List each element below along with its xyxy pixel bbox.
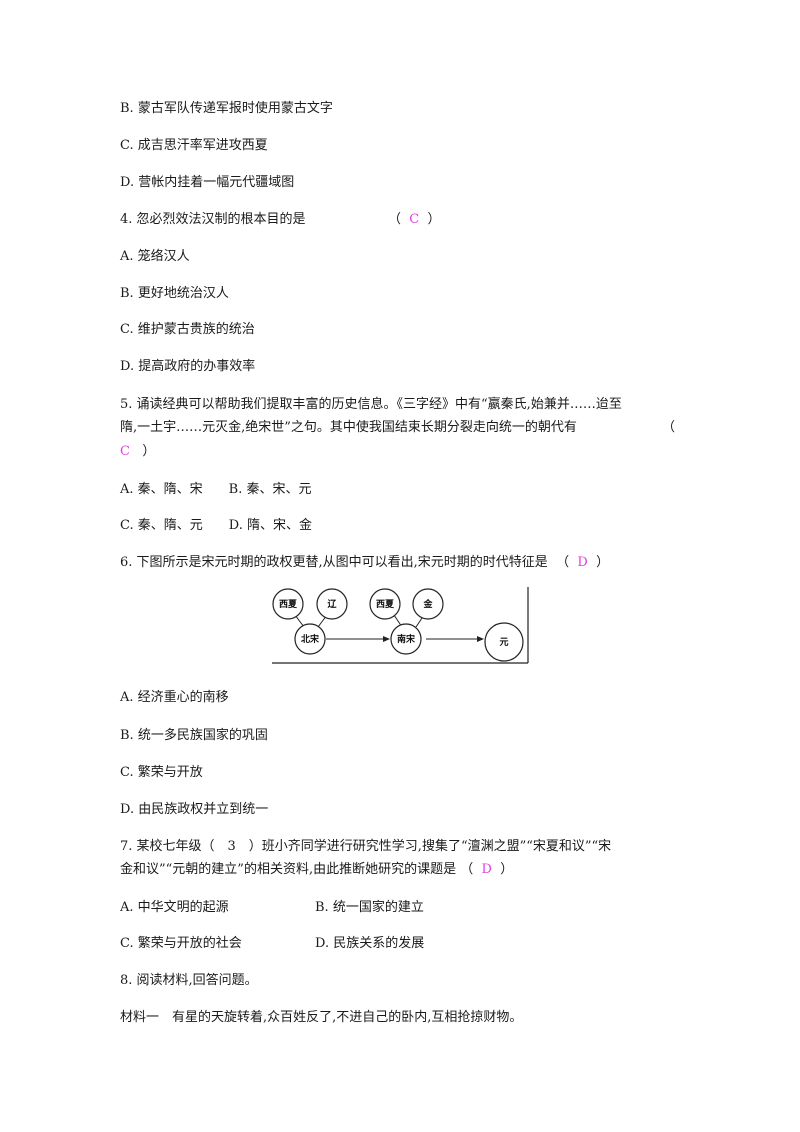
q5-options-cd: C. 秦、隋、元 D. 隋、宋、金 [120,518,312,533]
regime-succession-diagram: 西夏 辽 北宋 西夏 金 南宋 元 [272,587,532,665]
q3-option-b: B. 蒙古军队传递军报时使用蒙古文字 [120,101,333,116]
q6-option-b: B. 统一多民族国家的巩固 [120,728,268,743]
svg-text:元: 元 [499,637,508,648]
svg-text:南宋: 南宋 [397,633,416,645]
q4-stem: 4. 忽必烈效法汉制的根本目的是 [120,212,306,227]
q4-option-d: D. 提高政府的办事效率 [120,359,256,374]
q4-option-b: B. 更好地统治汉人 [120,286,229,301]
q5-answer: C [120,444,130,459]
q3-option-c: C. 成吉思汗率军进攻西夏 [120,138,268,153]
node-jin: 金 [412,588,444,620]
q7-option-c: C. 繁荣与开放的社会 [120,936,242,951]
svg-text:辽: 辽 [327,598,337,610]
q3-option-d: D. 营帐内挂着一幅元代疆域图 [120,175,295,190]
q6-option-a: A. 经济重心的南移 [120,690,229,705]
q5-stem-line2: 隋,一土宇……元灭金,绝宋世”之句。其中使我国结束长期分裂走向统一的朝代有 [120,420,577,435]
svg-text:金: 金 [422,598,433,610]
node-xixia-2: 西夏 [369,588,401,620]
node-liao: 辽 [316,588,348,620]
q5-options-ab: A. 秦、隋、宋 B. 秦、宋、元 [120,482,312,497]
q8-stem: 8. 阅读材料,回答问题。 [120,973,258,988]
node-xixia-1: 西夏 [272,588,304,620]
q7-stem-line2: 金和议”“元朝的建立”的相关资料,由此推断她研究的课题是 （ D ） [120,862,514,877]
node-yuan: 元 [484,622,524,662]
node-nansong: 南宋 [390,623,422,655]
q7-option-a: A. 中华文明的起源 [120,900,229,915]
q6-option-d: D. 由民族政权并立到统一 [120,802,269,817]
node-beisong: 北宋 [294,623,326,655]
q7-answer: D [481,862,492,877]
q4-answer: C [409,212,420,227]
q7-stem-line1: 7. 某校七年级（ 3 ）班小齐同学进行研究性学习,搜集了“澶渊之盟”“宋夏和议… [120,839,612,854]
q4-option-c: C. 维护蒙古贵族的统治 [120,322,255,337]
svg-text:西夏: 西夏 [279,599,298,610]
q5-stem-line1: 5. 诵读经典可以帮助我们提取丰富的历史信息。《三字经》中有“嬴秦氏,始兼并……… [120,397,622,412]
q6-option-c: C. 繁荣与开放 [120,765,203,780]
q5-open-bracket: （ [662,420,676,435]
q5-answer-line: C ） [120,444,156,459]
q4-option-a: A. 笼络汉人 [120,249,190,264]
q6-stem: 6. 下图所示是宋元时期的政权更替,从图中可以看出,宋元时期的时代特征是 （ D… [120,555,610,570]
q7-option-d: D. 民族关系的发展 [315,936,425,951]
q7-option-b: B. 统一国家的建立 [315,900,424,915]
q4-answer-bracket: （ C ） [388,212,441,227]
svg-text:北宋: 北宋 [301,633,320,645]
svg-text:西夏: 西夏 [376,599,395,610]
q8-material-1: 材料一 有星的天旋转着,众百姓反了,不进自己的卧内,互相抢掠财物。 [120,1010,523,1025]
q6-answer: D [577,555,588,570]
